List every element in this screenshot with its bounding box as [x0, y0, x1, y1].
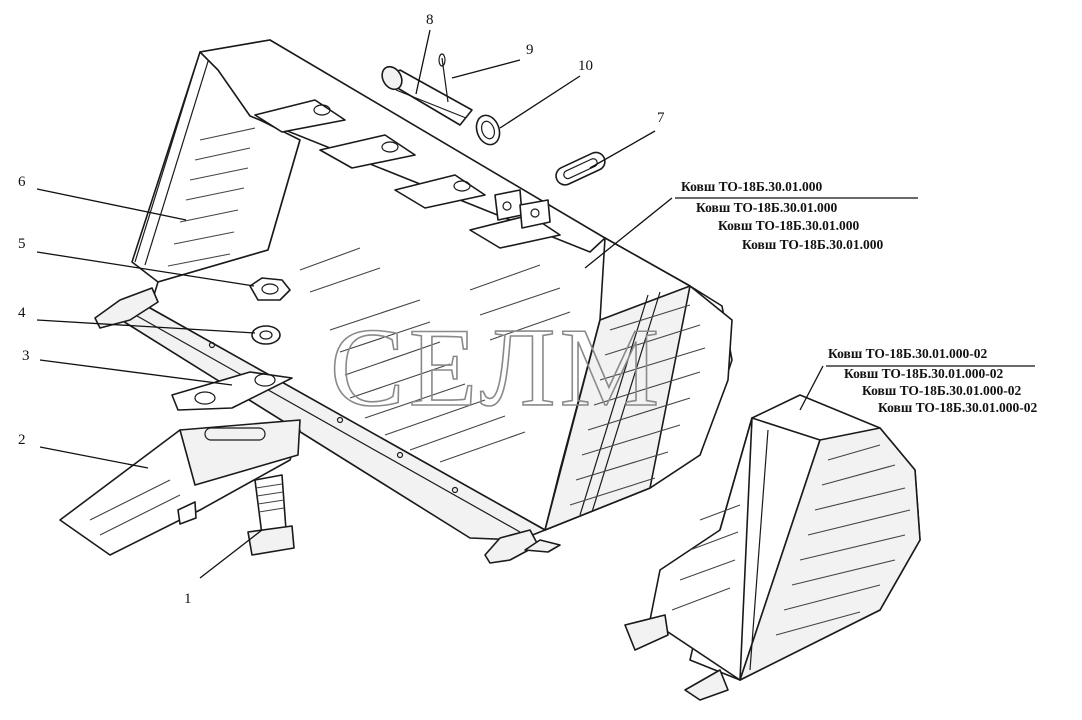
- callout-5: 5: [18, 236, 26, 252]
- callout-6: 6: [18, 174, 26, 190]
- caption-alt-line: Ковш ТО-18Б.30.01.000-02: [828, 346, 987, 361]
- leader-lines: [36, 29, 1035, 579]
- main-bucket: [94, 39, 733, 564]
- watermark-text: СЕЛМ: [330, 306, 663, 430]
- callout-10: 10: [578, 58, 593, 74]
- caption-main-line: Ковш ТО-18Б.30.01.000: [718, 218, 859, 233]
- part-4-washer: [251, 325, 281, 345]
- callout-8: 8: [426, 12, 434, 28]
- caption-alt-line: Ковш ТО-18Б.30.01.000-02: [878, 400, 1037, 415]
- caption-main-line: Ковш ТО-18Б.30.01.000: [696, 200, 837, 215]
- callout-3: 3: [22, 348, 30, 364]
- part-8-pin: [381, 65, 473, 126]
- callout-9: 9: [526, 42, 534, 58]
- part-9-cotter: [438, 53, 449, 103]
- alt-bucket: [624, 394, 921, 701]
- part-1-bolt: [247, 474, 295, 556]
- caption-main-line: Ковш ТО-18Б.30.01.000: [742, 237, 883, 252]
- callout-2: 2: [18, 432, 26, 448]
- part-7-link: [555, 151, 606, 186]
- caption-alt-line: Ковш ТО-18Б.30.01.000-02: [862, 383, 1021, 398]
- part-10-ring: [475, 114, 501, 146]
- callout-7: 7: [657, 110, 665, 126]
- caption-alt-line: Ковш ТО-18Б.30.01.000-02: [844, 366, 1003, 381]
- part-2-tooth: [59, 419, 301, 556]
- caption-group-main: Ковш ТО-18Б.30.01.000 Ковш ТО-18Б.30.01.…: [681, 179, 883, 252]
- part-5-nut: [249, 277, 291, 301]
- callout-4: 4: [18, 305, 26, 321]
- caption-main-line: Ковш ТО-18Б.30.01.000: [681, 179, 822, 194]
- part-3-plate: [171, 371, 293, 411]
- callout-1: 1: [184, 591, 192, 607]
- caption-group-alt: Ковш ТО-18Б.30.01.000-02 Ковш ТО-18Б.30.…: [828, 346, 1037, 415]
